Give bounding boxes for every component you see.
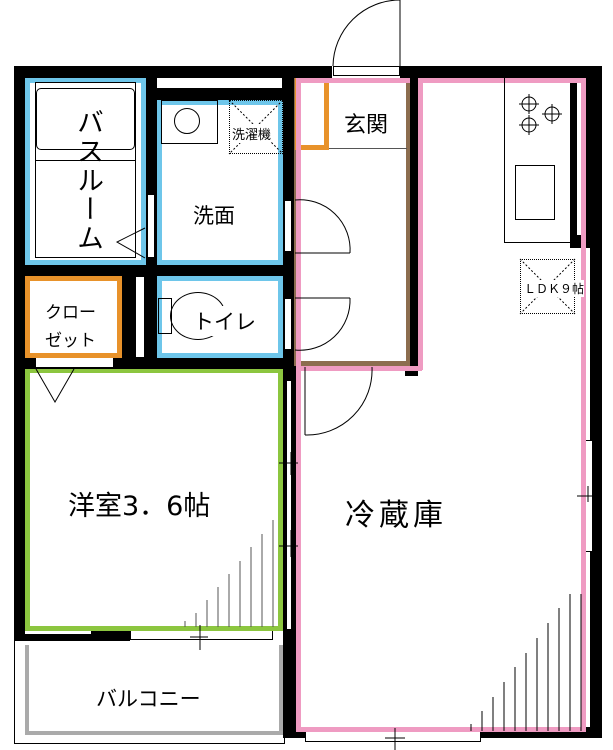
bathtub-divider [36,160,135,161]
kitchen-sink [515,165,555,220]
ldk-label: 冷蔵庫 [345,498,447,533]
entrance-divider [329,148,407,149]
entrance-label: 玄関 [344,113,389,138]
western-room-label: 洋室3．6帖 [68,491,211,522]
room-closet [25,276,122,358]
balcony-outline [14,641,285,744]
wash-door-opening [284,200,292,252]
outer-wall-top-left [14,66,332,78]
room-ldk [296,78,586,732]
refrigerator-cross-icon [519,258,576,315]
wall-wash-top [145,88,295,100]
bath-door-opening [147,194,155,258]
ldk-pink-top-step [296,366,422,371]
closet-label-line2: ゼット [45,331,96,351]
ldk-pink-inner-left [418,78,423,370]
outer-wall-left [14,66,26,641]
wall-yoshitsu-bottom-right [100,630,130,641]
outer-wall-right [590,66,602,738]
closet-door-opening [36,357,113,367]
entrance-door-opening [333,66,400,76]
refrigerator-label: ＬＤＫ９帖 [524,280,585,297]
toilet-label: トイレ [193,306,256,336]
washing-machine-box [229,100,283,154]
toilet-door-opening [284,298,292,350]
outer-wall-top-right [400,66,602,78]
wall-entrance-right-over [410,66,418,376]
stove-burners-icon [519,94,562,135]
balcony-label: バルコニー [96,687,201,711]
washing-machine-label: 洗濯機 [232,124,272,143]
bathroom-label: バスルーム [72,108,103,253]
closet-label-line1: クロー [45,303,96,323]
bathtub-inner [36,88,135,150]
kitchen-counter [504,78,576,243]
sliding-door-yoshitsu-ldk [286,380,292,630]
wash-basin-bowl-icon [174,108,200,134]
washing-machine-cross-icon [228,99,284,155]
bathtub [35,82,136,258]
balcony [25,645,283,735]
wash-basin [161,100,218,144]
wash-top-window [157,78,284,88]
room-bathroom [25,78,146,265]
washroom-label: 洗面 [193,204,235,228]
